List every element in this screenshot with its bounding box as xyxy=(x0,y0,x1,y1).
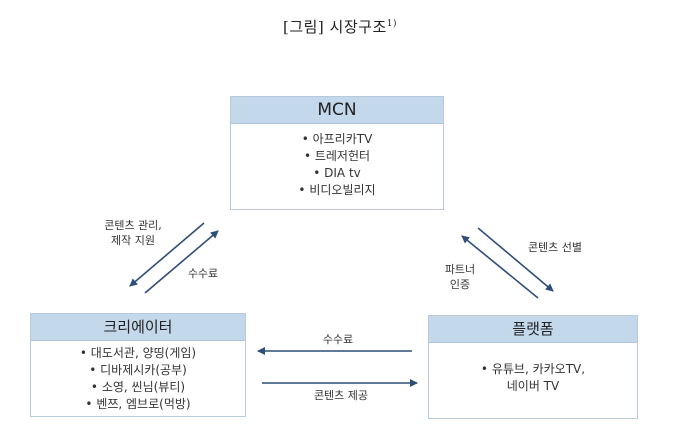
arrow-mcn-to-platform xyxy=(477,227,554,292)
platform-item-continued: 네이버 TV xyxy=(506,379,560,393)
arrow-mcn-to-creator xyxy=(129,222,205,287)
platform-box: 플랫폼 유튜브, 카카오TV, 네이버 TV xyxy=(428,315,638,419)
edge-label-fee-bottom: 수수료 xyxy=(322,333,354,346)
platform-item: 유튜브, 카카오TV, xyxy=(429,361,637,378)
creator-title: 크리에이터 xyxy=(31,314,245,341)
mcn-box: MCN 아프리카TV 트레저헌터 DIA tv 비디오빌리지 xyxy=(230,96,444,210)
edge-label-content-supply: 콘텐츠 제공 xyxy=(313,389,369,402)
figure-title-footnote: 1) xyxy=(386,19,398,29)
platform-title: 플랫폼 xyxy=(429,316,637,343)
mcn-item: 아프리카TV xyxy=(231,131,443,148)
arrow-platform-to-mcn xyxy=(461,235,539,299)
platform-list: 유튜브, 카카오TV, xyxy=(429,343,637,378)
mcn-title: MCN xyxy=(231,97,443,124)
mcn-list: 아프리카TV 트레저헌터 DIA tv 비디오빌리지 xyxy=(231,124,443,199)
figure-title-text: [그림] 시장구조 xyxy=(282,18,387,36)
edge-label-content-management: 콘텐츠 관리, 제작 지원 xyxy=(104,219,162,247)
creator-item: 소영, 씬님(뷰티) xyxy=(31,379,245,396)
creator-item: 대도서관, 양띵(게임) xyxy=(31,345,245,362)
mcn-item: 비디오빌리지 xyxy=(231,182,443,199)
figure-title: [그림] 시장구조1) xyxy=(0,16,680,37)
arrow-creator-to-mcn xyxy=(144,230,219,294)
creator-box: 크리에이터 대도서관, 양띵(게임) 디바제시카(공부) 소영, 씬님(뷰티) … xyxy=(30,313,246,417)
creator-list: 대도서관, 양띵(게임) 디바제시카(공부) 소영, 씬님(뷰티) 벤쯔, 엠브… xyxy=(31,341,245,413)
mcn-item: DIA tv xyxy=(231,165,443,182)
edge-label-content-selection: 콘텐츠 선별 xyxy=(527,241,583,254)
edge-label-partner-certification: 파트너 인증 xyxy=(444,263,476,291)
edge-label-fee-left: 수수료 xyxy=(187,267,219,280)
mcn-item: 트레저헌터 xyxy=(231,148,443,165)
creator-item: 디바제시카(공부) xyxy=(31,362,245,379)
creator-item: 벤쯔, 엠브로(먹방) xyxy=(31,396,245,413)
